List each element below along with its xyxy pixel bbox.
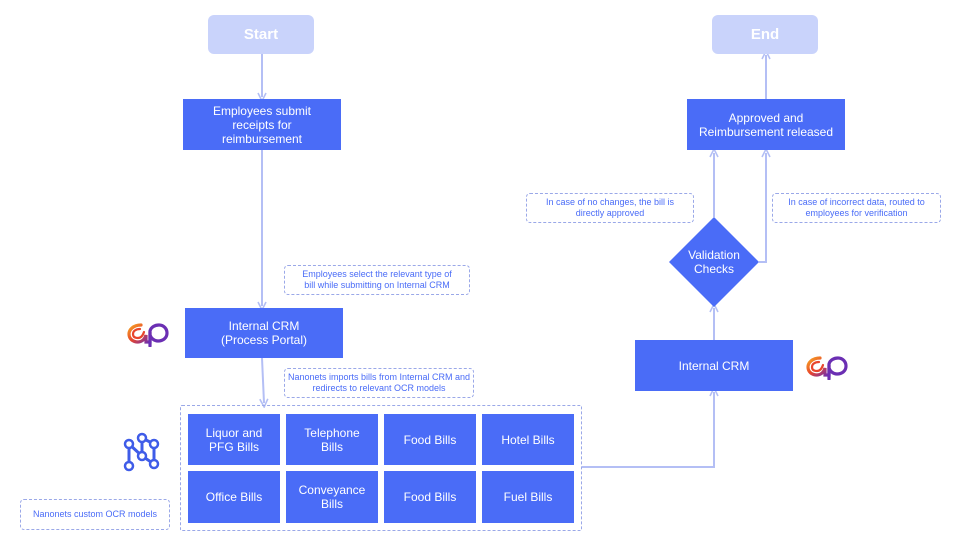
bill-tile-food-2: Food Bills — [384, 471, 476, 523]
submit-receipts-step: Employees submit receipts for reimbursem… — [183, 99, 341, 150]
note-select-type: Employees select the relevant type of bi… — [284, 265, 470, 295]
ap-logo-icon — [127, 323, 169, 347]
bill-tile-office: Office Bills — [188, 471, 280, 523]
arrow-bills-to-crm-right — [582, 392, 714, 468]
bill-tile-fuel: Fuel Bills — [482, 471, 574, 523]
validation-diamond — [669, 217, 759, 307]
bill-tile-food: Food Bills — [384, 414, 476, 465]
note-ocr-models: Nanonets custom OCR models — [20, 499, 170, 530]
ap-logo-icon-right — [806, 356, 848, 380]
note-no-changes: In case of no changes, the bill is direc… — [526, 193, 694, 223]
arrow-validation-reroute — [759, 153, 766, 263]
end-node: End — [712, 15, 818, 54]
internal-crm-portal-step: Internal CRM (Process Portal) — [185, 308, 343, 358]
note-incorrect-data: In case of incorrect data, routed to emp… — [772, 193, 941, 223]
note-nanonets-import: Nanonets imports bills from Internal CRM… — [284, 368, 474, 398]
validation-checks-label: Validation Checks — [688, 248, 740, 276]
arrow-crm-to-bills — [262, 357, 264, 403]
bill-tile-telephone: Telephone Bills — [286, 414, 378, 465]
approved-step: Approved and Reimbursement released — [687, 99, 845, 150]
bill-tile-conveyance: Conveyance Bills — [286, 471, 378, 523]
bill-tile-hotel: Hotel Bills — [482, 414, 574, 465]
start-node: Start — [208, 15, 314, 54]
internal-crm-step: Internal CRM — [635, 340, 793, 391]
nanonets-logo-icon — [123, 432, 160, 472]
bill-tile-liquor: Liquor and PFG Bills — [188, 414, 280, 465]
bills-group — [180, 405, 582, 531]
